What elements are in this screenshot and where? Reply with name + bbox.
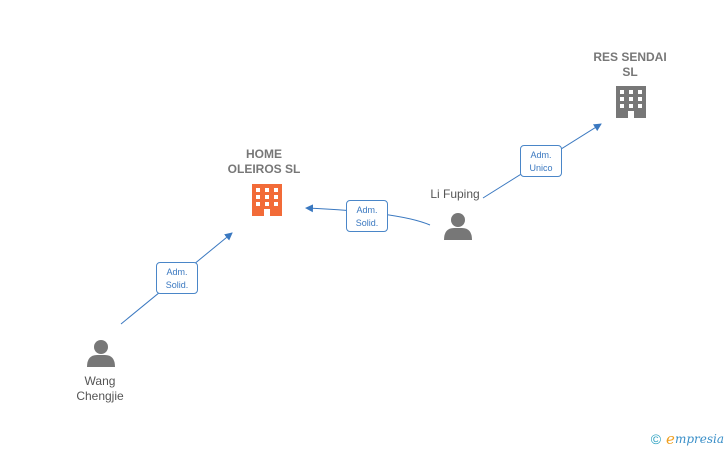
relation-line2: Solid. bbox=[355, 218, 379, 228]
company-name-home-oleiros[interactable]: HOME OLEIROS SL bbox=[214, 147, 314, 177]
company-name-res-sendai[interactable]: RES SENDAI SL bbox=[580, 50, 680, 80]
brand-logo-text: mpresia bbox=[674, 432, 724, 446]
relation-label-li-home[interactable]: Adm. Solid. bbox=[346, 200, 388, 232]
relation-line1: Adm. bbox=[356, 205, 378, 215]
relation-line1: Adm. bbox=[530, 150, 552, 160]
person-name-text: Li Fuping bbox=[430, 187, 480, 201]
relation-line1: Adm. bbox=[166, 267, 188, 277]
relation-line2: Unico bbox=[529, 163, 553, 173]
person-name-wang-chengjie[interactable]: Wang Chengjie bbox=[60, 374, 140, 404]
person-name-li-fuping[interactable]: Li Fuping bbox=[420, 187, 490, 202]
person-name-line1: Wang bbox=[84, 374, 116, 388]
relation-label-li-res[interactable]: Adm. Unico bbox=[520, 145, 562, 177]
relation-label-wang-home[interactable]: Adm. Solid. bbox=[156, 262, 198, 294]
person-icon[interactable] bbox=[444, 213, 472, 240]
company-name-line2: SL bbox=[622, 65, 638, 79]
building-icon[interactable] bbox=[252, 184, 282, 216]
person-icon[interactable] bbox=[87, 340, 115, 367]
brand-logo-initial: e bbox=[666, 430, 675, 448]
relation-line2: Solid. bbox=[165, 280, 189, 290]
company-name-line2: OLEIROS SL bbox=[227, 162, 301, 176]
company-name-line1: HOME bbox=[246, 147, 282, 161]
person-name-line2: Chengjie bbox=[76, 389, 124, 403]
building-icon[interactable] bbox=[616, 86, 646, 118]
copyright-icon: © bbox=[650, 431, 662, 447]
brand-footer: © e mpresia bbox=[651, 430, 724, 448]
company-name-line1: RES SENDAI bbox=[593, 50, 667, 64]
